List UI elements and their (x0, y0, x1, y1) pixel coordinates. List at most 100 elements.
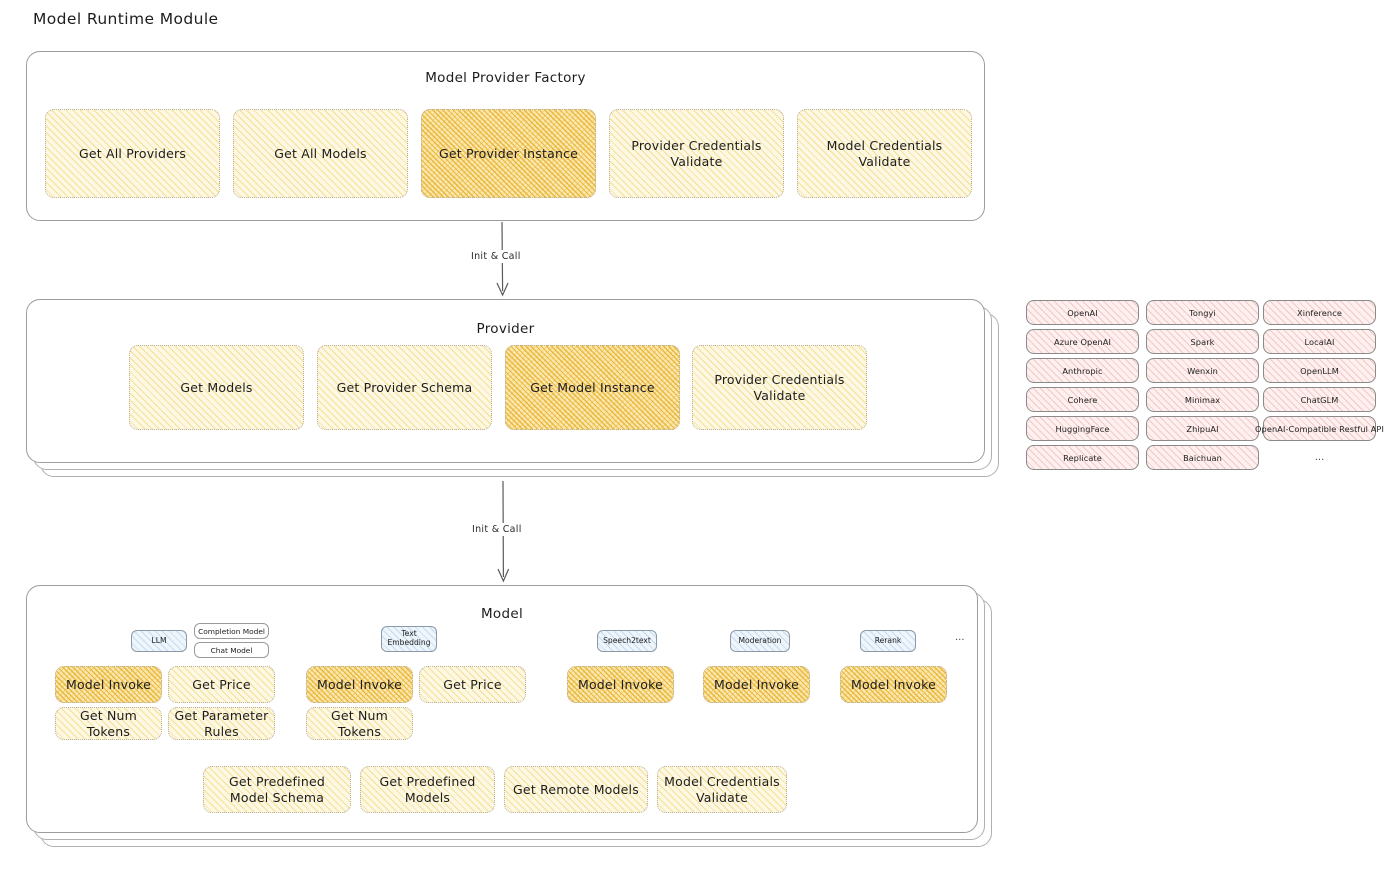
action-get-all-providers[interactable]: Get All Providers (45, 109, 220, 198)
chip-label: OpenAI-Compatible Restful API (1255, 423, 1384, 434)
action-text-embedding-model-invoke[interactable]: Model Invoke (306, 666, 413, 703)
arrow-factory-to-provider: Init & Call (467, 221, 536, 299)
chip-label: Minimax (1184, 394, 1221, 405)
action-get-predefined-model-schema[interactable]: Get Predefined Model Schema (203, 766, 351, 813)
action-get-predefined-models[interactable]: Get Predefined Models (360, 766, 495, 813)
action-label: Get Models (180, 379, 253, 395)
provider-chip-xinference[interactable]: Xinference (1263, 300, 1376, 325)
model-title: Model (480, 606, 524, 622)
action-label: Model Credentials Validate (826, 137, 943, 169)
action-label: Get Provider Instance (438, 145, 579, 161)
action-get-provider-schema[interactable]: Get Provider Schema (317, 345, 492, 430)
action-llm-model-invoke[interactable]: Model Invoke (55, 666, 162, 703)
action-provider-credentials-validate[interactable]: Provider Credentials Validate (609, 109, 784, 198)
model-subtype-badge-chat-model[interactable]: Chat Model (194, 642, 269, 658)
action-llm-get-num-tokens[interactable]: Get Num Tokens (55, 707, 162, 740)
provider-chip-wenxin[interactable]: Wenxin (1146, 358, 1259, 383)
action-label: Get Model Instance (530, 379, 655, 395)
chip-label: Tongyi (1189, 307, 1216, 318)
action-llm-get-parameter-rules[interactable]: Get Parameter Rules (168, 707, 275, 740)
action-label: Provider Credentials Validate (714, 371, 845, 403)
chip-label: Anthropic (1062, 365, 1103, 376)
page-title: Model Runtime Module (33, 10, 219, 28)
action-label: Get Predefined Models (379, 773, 476, 805)
provider-chip-chatglm[interactable]: ChatGLM (1263, 387, 1376, 412)
arrow-provider-to-model: Init & Call (468, 480, 536, 585)
model-type-badge-speech2text[interactable]: Speech2text (597, 630, 657, 652)
action-label: Get Num Tokens (330, 707, 389, 739)
model-subtype-badge-completion-model[interactable]: Completion Model (194, 623, 269, 639)
badge-label: Moderation (738, 635, 782, 645)
model-types-ellipsis: ... (955, 632, 965, 643)
model-type-badge-rerank[interactable]: Rerank (860, 630, 916, 652)
chip-label: Baichuan (1183, 452, 1222, 463)
action-get-models[interactable]: Get Models (129, 345, 304, 430)
action-label: Get Parameter Rules (174, 707, 269, 739)
action-llm-get-price[interactable]: Get Price (168, 666, 275, 703)
action-get-provider-instance[interactable]: Get Provider Instance (421, 109, 596, 198)
action-label: Provider Credentials Validate (631, 137, 762, 169)
chip-label: Replicate (1063, 452, 1102, 463)
model-panel: Model LLM Completion Model Chat Model Mo… (26, 585, 978, 833)
action-label: Model Invoke (850, 676, 937, 692)
badge-label: Rerank (874, 635, 902, 645)
provider-chip-anthropic[interactable]: Anthropic (1026, 358, 1139, 383)
provider-chip-minimax[interactable]: Minimax (1146, 387, 1259, 412)
provider-chip-azure-openai[interactable]: Azure OpenAI (1026, 329, 1139, 354)
action-get-all-models[interactable]: Get All Models (233, 109, 408, 198)
action-moderation-model-invoke[interactable]: Model Invoke (703, 666, 810, 703)
provider-chip-zhipuai[interactable]: ZhipuAI (1146, 416, 1259, 441)
chip-label: Wenxin (1187, 365, 1218, 376)
chip-label: ChatGLM (1300, 394, 1339, 405)
action-label: Model Invoke (577, 676, 664, 692)
action-label: Get Provider Schema (336, 379, 473, 395)
provider-chip-replicate[interactable]: Replicate (1026, 445, 1139, 470)
provider-chip-localai[interactable]: LocalAI (1263, 329, 1376, 354)
action-speech2text-model-invoke[interactable]: Model Invoke (567, 666, 674, 703)
arrow-label: Init & Call (468, 523, 526, 536)
action-get-remote-models[interactable]: Get Remote Models (504, 766, 648, 813)
badge-label: Speech2text (603, 635, 651, 645)
chip-label: Cohere (1067, 394, 1098, 405)
provider-chip-tongyi[interactable]: Tongyi (1146, 300, 1259, 325)
action-model-credentials-validate[interactable]: Model Credentials Validate (797, 109, 972, 198)
provider-panel: Provider Get Models Get Provider Schema … (26, 299, 985, 463)
action-label: Model Invoke (65, 676, 152, 692)
provider-chip-spark[interactable]: Spark (1146, 329, 1259, 354)
provider-chip-openai[interactable]: OpenAI (1026, 300, 1139, 325)
chip-label: Xinference (1297, 307, 1342, 318)
chip-label: LocalAI (1304, 336, 1335, 347)
action-text-embedding-get-num-tokens[interactable]: Get Num Tokens (306, 707, 413, 740)
action-label: Get Num Tokens (79, 707, 138, 739)
action-model-credentials-validate-3[interactable]: Model Credentials Validate (657, 766, 787, 813)
provider-title: Provider (476, 321, 535, 337)
action-rerank-model-invoke[interactable]: Model Invoke (840, 666, 947, 703)
action-provider-credentials-validate-2[interactable]: Provider Credentials Validate (692, 345, 867, 430)
provider-chip-openllm[interactable]: OpenLLM (1263, 358, 1376, 383)
chip-label: Azure OpenAI (1054, 336, 1111, 347)
action-label: Get Remote Models (513, 781, 639, 797)
model-type-badge-moderation[interactable]: Moderation (730, 630, 790, 652)
action-label: Model Invoke (713, 676, 800, 692)
provider-list-ellipsis: ... (1314, 452, 1325, 463)
action-label: Model Invoke (316, 676, 403, 692)
provider-chip-openai-compatible-restful-api[interactable]: OpenAI-Compatible Restful API (1255, 416, 1384, 441)
chip-label: OpenLLM (1300, 365, 1339, 376)
provider-chip-huggingface[interactable]: HuggingFace (1026, 416, 1139, 441)
action-label: Get All Models (274, 145, 367, 161)
model-provider-factory-title: Model Provider Factory (425, 70, 586, 86)
chip-label: OpenAI (1067, 307, 1098, 318)
chip-label: Spark (1190, 336, 1215, 347)
action-text-embedding-get-price[interactable]: Get Price (419, 666, 526, 703)
action-label: Get Price (443, 676, 502, 692)
chip-label: ZhipuAI (1186, 423, 1219, 434)
action-label: Get All Providers (78, 145, 187, 161)
model-type-badge-llm[interactable]: LLM (131, 630, 187, 652)
action-label: Get Price (192, 676, 251, 692)
action-get-model-instance[interactable]: Get Model Instance (505, 345, 680, 430)
action-label: Model Credentials Validate (664, 773, 780, 805)
provider-chip-baichuan[interactable]: Baichuan (1146, 445, 1259, 470)
provider-chip-cohere[interactable]: Cohere (1026, 387, 1139, 412)
model-type-badge-text-embedding[interactable]: Text Embedding (381, 626, 437, 652)
badge-label: Completion Model (198, 626, 265, 636)
